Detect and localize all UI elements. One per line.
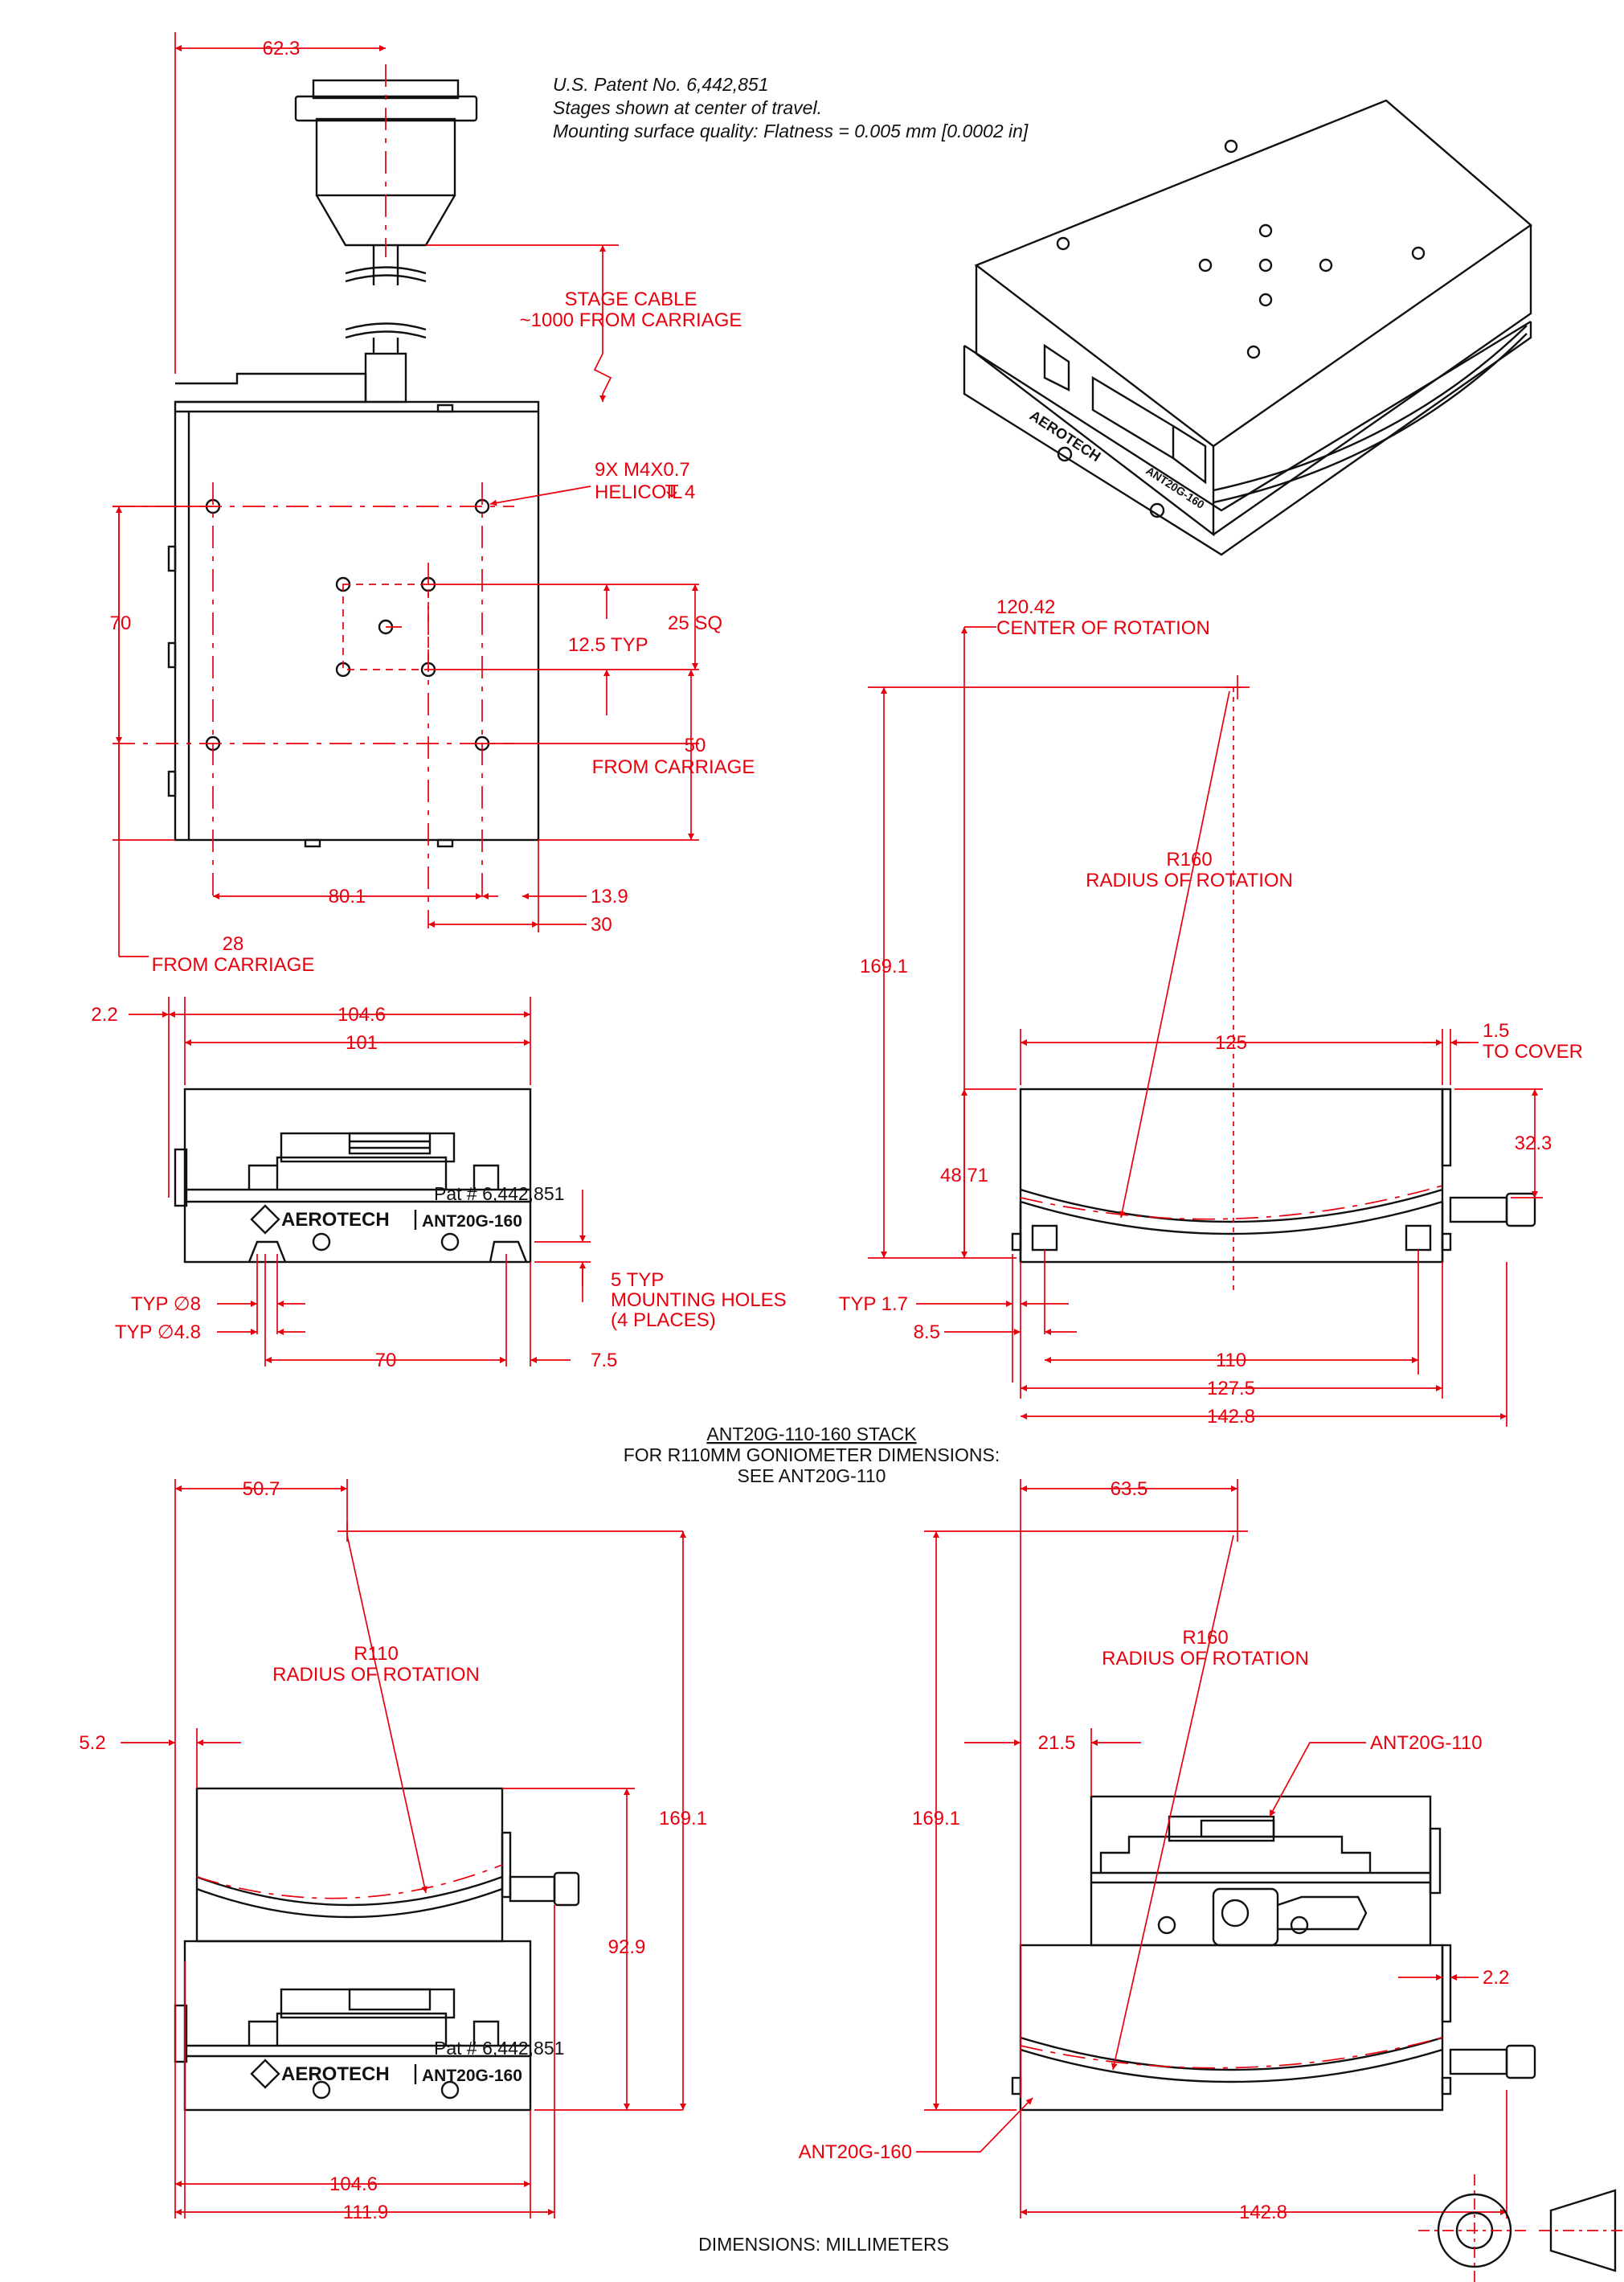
stack-left-view: AEROTECH ANT20G-160 Pat # 6,442,851 50.7… <box>79 1478 707 2223</box>
dim-48-71: 48.71 <box>940 1165 988 1186</box>
center-of-rotation: CENTER OF ROTATION <box>996 617 1210 639</box>
dim-21-5: 21.5 <box>1038 1732 1076 1754</box>
stack-left-model: ANT20G-160 <box>422 2067 522 2085</box>
dim-30: 30 <box>591 914 612 936</box>
dim-101: 101 <box>346 1032 378 1054</box>
isometric-view: AEROTECH ANT20G-160 <box>963 99 1532 556</box>
stack-subtitle-1: FOR R110MM GONIOMETER DIMENSIONS: <box>624 1444 1000 1465</box>
mounting-holes-label: MOUNTING HOLES <box>611 1289 787 1311</box>
dim-70-front: 70 <box>375 1350 397 1371</box>
front-brand-logo: AEROTECH <box>281 1209 390 1231</box>
cable-connector <box>294 64 478 404</box>
dim-142-8-stack: 142.8 <box>1239 2202 1287 2223</box>
stack-title-block: ANT20G-110-160 STACK FOR R110MM GONIOMET… <box>624 1424 1000 1486</box>
dim-92-9: 92.9 <box>608 1936 646 1958</box>
dim-50-7: 50.7 <box>243 1478 280 1500</box>
ant20g-160-label: ANT20G-160 <box>799 2141 912 2163</box>
dim-169-1-stack-left: 169.1 <box>659 1808 707 1829</box>
stack-right-view: 63.5 R160 RADIUS OF ROTATION 169.1 21.5 … <box>799 1478 1536 2223</box>
stage-cable-length: ~1000 FROM CARRIAGE <box>520 309 742 331</box>
dim-50: 50 <box>685 735 706 756</box>
dim-5-2: 5.2 <box>79 1732 105 1754</box>
projection-symbol <box>1418 2174 1624 2282</box>
dim-32-3: 32.3 <box>1515 1133 1552 1154</box>
stack-left-patent: Pat # 6,442,851 <box>434 2038 564 2059</box>
typ-1-7: TYP 1.7 <box>839 1293 908 1315</box>
front-model-label: ANT20G-160 <box>422 1212 522 1231</box>
stage-cable-label: STAGE CABLE <box>565 289 697 310</box>
to-cover-label: TO COVER <box>1483 1041 1583 1063</box>
stack-subtitle-2: SEE ANT20G-110 <box>738 1465 886 1486</box>
dim-63-5: 63.5 <box>1111 1478 1148 1500</box>
dim-62-3: 62.3 <box>263 38 301 59</box>
dim-28-from-carriage: FROM CARRIAGE <box>152 954 315 976</box>
dim-120-42: 120.42 <box>996 596 1055 618</box>
ant20g-110-label: ANT20G-110 <box>1370 1732 1483 1754</box>
front-view: AEROTECH ANT20G-160 Pat # 6,442,851 2.2 … <box>91 997 787 1371</box>
dim-28: 28 <box>223 933 244 955</box>
units-note: DIMENSIONS: MILLIMETERS <box>698 2234 949 2255</box>
front-patent-plate: Pat # 6,442,851 <box>434 1183 564 1204</box>
stage-top-body <box>167 372 540 848</box>
top-view: 62.3 STAGE CABLE ~1000 FROM CARRIAGE 9X … <box>110 32 755 976</box>
top-view-dimensions: 62.3 STAGE CABLE ~1000 FROM CARRIAGE 9X … <box>110 32 755 976</box>
dim-125: 125 <box>1215 1032 1247 1054</box>
dim-13-9: 13.9 <box>591 886 628 907</box>
dim-2-2-front: 2.2 <box>91 1004 117 1026</box>
dim-80-1: 80.1 <box>329 886 366 907</box>
mounting-holes-pattern <box>112 482 699 928</box>
side-view: R160 RADIUS OF ROTATION 169.1 120.42 CEN… <box>839 596 1583 1428</box>
dim-70-top: 70 <box>110 612 132 634</box>
thread-spec: 9X M4X0.7 <box>595 459 690 481</box>
radius-of-rotation-stack-right: RADIUS OF ROTATION <box>1102 1648 1309 1670</box>
radius-of-rotation-stack-left: RADIUS OF ROTATION <box>272 1664 480 1686</box>
typ-dia-4-8: TYP ∅4.8 <box>115 1321 201 1343</box>
dim-169-1-side: 169.1 <box>860 956 908 977</box>
dim-104-6-front: 104.6 <box>337 1004 386 1026</box>
thread-helicoil: HELICOIL <box>595 481 682 503</box>
dim-8-5: 8.5 <box>914 1321 940 1343</box>
r160-label: R160 <box>1166 849 1212 871</box>
r160-stack-label: R160 <box>1182 1627 1228 1649</box>
typ-dia-8: TYP ∅8 <box>131 1293 201 1315</box>
flatness-note: Mounting surface quality: Flatness = 0.0… <box>553 121 1029 141</box>
center-note: Stages shown at center of travel. <box>553 97 822 118</box>
notes-block: U.S. Patent No. 6,442,851 Stages shown a… <box>553 74 1029 141</box>
mounting-holes-count: (4 PLACES) <box>611 1309 716 1331</box>
dim-7-5: 7.5 <box>591 1350 617 1371</box>
r110-label: R110 <box>354 1643 399 1665</box>
dim-111-9: 111.9 <box>343 2202 389 2223</box>
patent-note: U.S. Patent No. 6,442,851 <box>553 74 769 95</box>
dim-50-from-carriage: FROM CARRIAGE <box>592 756 755 778</box>
dim-142-8-side: 142.8 <box>1207 1406 1255 1428</box>
dim-12-5-typ: 12.5 TYP <box>568 634 648 656</box>
dim-169-1-stack-right: 169.1 <box>912 1808 960 1829</box>
stack-title: ANT20G-110-160 STACK <box>706 1424 917 1444</box>
dim-25-sq: 25 SQ <box>668 612 722 634</box>
dim-104-6-stack: 104.6 <box>329 2173 378 2195</box>
dim-2-2-stack: 2.2 <box>1483 1967 1509 1989</box>
radius-of-rotation-side: RADIUS OF ROTATION <box>1086 870 1293 891</box>
dim-127-5: 127.5 <box>1207 1378 1255 1399</box>
stack-left-brand: AEROTECH <box>281 2063 390 2085</box>
dim-110: 110 <box>1216 1350 1246 1371</box>
dim-5-typ: 5 TYP <box>611 1269 664 1291</box>
dim-1-5: 1.5 <box>1483 1020 1509 1042</box>
thread-depth: 4 <box>685 481 695 503</box>
